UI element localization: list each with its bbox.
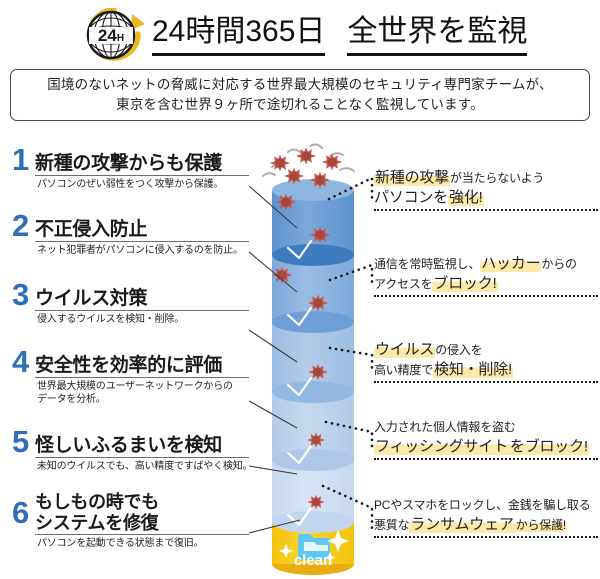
left-item-3-number: 3 — [12, 277, 30, 312]
left-item-4-head: 4 安全性を効率的に評価 — [12, 346, 262, 377]
left-item-3-head: 3 ウイルス対策 — [12, 279, 262, 310]
left-item-1: 1 新種の攻撃からも保護 パソコンのぜい弱性をつく攻撃から保護。 — [12, 144, 262, 191]
left-item-3: 3 ウイルス対策 侵入するウイルスを検知・削除。 — [12, 279, 262, 326]
right-item-5-post2: から保護! — [514, 518, 568, 532]
cylinder-body — [272, 179, 354, 575]
right-item-2: 通信を常時監視し、ハッカーからの アクセスをブロック! — [374, 254, 598, 297]
left-item-4-number: 4 — [12, 344, 30, 379]
right-item-4-line1: 入力された個人情報を盗む — [374, 418, 598, 437]
right-item-5-line2: 悪質なランサムウェアから保護! — [374, 515, 598, 535]
right-item-3-line1: ウイルスの侵入を — [374, 340, 598, 360]
left-item-6-title-line1: もしもの時でも — [35, 492, 159, 512]
right-item-2-hl1: ハッカー — [480, 255, 542, 272]
right-item-5: PCやスマホをロックし、金銭を騙し取る 悪質なランサムウェアから保護! — [374, 496, 598, 538]
left-item-3-rule — [35, 310, 249, 311]
right-item-1-post1: が当たらないよう — [450, 171, 545, 185]
left-item-2: 2 不正侵入防止 ネット犯罪者がパソコンに侵入するのを防止。 — [12, 210, 262, 257]
left-item-6-number: 6 — [12, 495, 30, 530]
right-item-2-post1: からの — [541, 257, 577, 271]
virus-icons — [269, 147, 343, 510]
left-item-3-desc: 侵入するウイルスを検知・削除。 — [37, 314, 184, 325]
right-item-1-rule — [374, 209, 598, 211]
right-item-3-rule — [374, 381, 598, 383]
left-item-1-head: 1 新種の攻撃からも保護 — [12, 144, 262, 175]
right-item-5-pre1: PCやスマホをロックし、金銭を騙し取る — [374, 498, 591, 512]
subtitle-box: 国境のないネットの脅威に対応する世界最大規模のセキュリティ専門家チームが、 東京… — [10, 69, 590, 121]
subtitle-line-2: 東京を含む世界９ヶ所で途切れることなく監視しています。 — [116, 97, 484, 112]
right-item-1: 新種の攻撃が当たらないよう パソコンを強化! — [374, 168, 598, 211]
deflection-marks — [286, 239, 313, 527]
left-item-6-desc: パソコンを起動できる状態まで復旧。 — [37, 538, 204, 549]
right-item-4-rule — [374, 458, 598, 460]
right-item-1-line2: パソコンを強化! — [374, 188, 598, 208]
right-item-2-rule — [374, 295, 598, 297]
right-item-1-hl2: 強化! — [448, 189, 484, 206]
sparkle-icons — [279, 530, 349, 564]
right-item-3-pre2: 高い精度で — [374, 363, 434, 377]
right-item-1-pre2: パソコンを — [374, 189, 449, 206]
right-item-4-post2: をブロック! — [508, 438, 589, 455]
right-item-4-line2: フィッシングサイトをブロック! — [374, 437, 598, 457]
left-item-6-title-line2: システムを修復 — [35, 513, 159, 533]
right-item-2-pre2: アクセスを — [374, 277, 433, 291]
left-item-4-desc: 世界最大規模のユーザーネットワークからの データを分析。 — [37, 381, 233, 405]
left-item-4-rule — [35, 377, 249, 378]
left-item-1-desc: パソコンのぜい弱性をつく攻撃から保護。 — [37, 179, 224, 190]
right-item-3-line2: 高い精度で検知・削除! — [374, 360, 598, 380]
subtitle-line-1: 国境のないネットの脅威に対応する世界最大規模のセキュリティ専門家チームが、 — [47, 77, 553, 92]
left-item-5-title: 怪しいふるまいを検知 — [35, 435, 223, 456]
title-segment-world: 全世界を監視 — [347, 12, 528, 56]
left-item-5-rule — [35, 457, 249, 458]
filter-cylinder-diagram: clean — [258, 140, 368, 579]
right-item-5-line1: PCやスマホをロックし、金銭を騙し取る — [374, 496, 598, 515]
left-item-1-number: 1 — [12, 142, 30, 177]
left-item-2-title: 不正侵入防止 — [35, 219, 148, 240]
left-item-2-number: 2 — [12, 208, 30, 243]
right-item-3-hl2: 検知・削除! — [433, 361, 513, 378]
left-item-6-head: 6 もしもの時でも システムを修復 — [12, 492, 262, 534]
left-item-4: 4 安全性を効率的に評価 世界最大規模のユーザーネットワークからの データを分析… — [12, 346, 262, 406]
left-item-3-title: ウイルス対策 — [35, 288, 148, 309]
left-item-6-rule — [35, 534, 249, 535]
left-item-2-desc: ネット犯罪者がパソコンに侵入するのを防止。 — [37, 245, 243, 256]
right-item-5-pre2: 悪質な — [374, 518, 410, 532]
left-item-5-desc: 未知のウイルスでも、高い精度ですばやく検知。 — [37, 461, 253, 472]
title-segment-time: 24時間365日 — [152, 12, 326, 56]
left-item-5-number: 5 — [12, 424, 30, 459]
clean-label: clean — [294, 552, 332, 569]
right-item-4-hl2: フィッシングサイト — [374, 438, 509, 455]
left-item-2-rule — [35, 241, 249, 242]
header: 24H 24時間365日 全世界を監視 — [0, 4, 600, 62]
right-item-3-post1: の侵入を — [435, 343, 483, 357]
right-item-1-line1: 新種の攻撃が当たらないよう — [374, 168, 598, 188]
right-item-2-line2: アクセスをブロック! — [374, 274, 598, 294]
left-item-4-title: 安全性を効率的に評価 — [35, 355, 223, 376]
clean-folder-icon — [298, 534, 330, 560]
right-item-2-hl2: ブロック! — [432, 275, 498, 292]
right-item-2-line1: 通信を常時監視し、ハッカーからの — [374, 254, 598, 274]
left-item-6: 6 もしもの時でも システムを修復 パソコンを起動できる状態まで復旧。 — [12, 492, 262, 550]
right-item-4-pre1: 入力された個人情報を盗む — [374, 420, 516, 434]
left-item-5-head: 5 怪しいふるまいを検知 — [12, 426, 262, 457]
left-item-1-rule — [35, 175, 249, 176]
right-item-4: 入力された個人情報を盗む フィッシングサイトをブロック! — [374, 418, 598, 460]
left-item-2-head: 2 不正侵入防止 — [12, 210, 262, 241]
right-item-3: ウイルスの侵入を 高い精度で検知・削除! — [374, 340, 598, 383]
left-item-1-title: 新種の攻撃からも保護 — [35, 153, 223, 174]
page-title: 24時間365日 全世界を監視 — [152, 12, 528, 56]
right-item-1-hl1: 新種の攻撃 — [374, 169, 451, 186]
right-item-3-hl1: ウイルス — [374, 341, 436, 358]
left-item-5: 5 怪しいふるまいを検知 未知のウイルスでも、高い精度ですばやく検知。 — [12, 426, 262, 473]
right-item-2-pre1: 通信を常時監視し、 — [374, 257, 481, 271]
right-item-5-hl2: ランサムウェア — [409, 516, 515, 533]
globe-24h-logo: 24H — [84, 8, 146, 62]
right-item-5-rule — [374, 536, 598, 538]
filter-membranes — [272, 244, 354, 533]
